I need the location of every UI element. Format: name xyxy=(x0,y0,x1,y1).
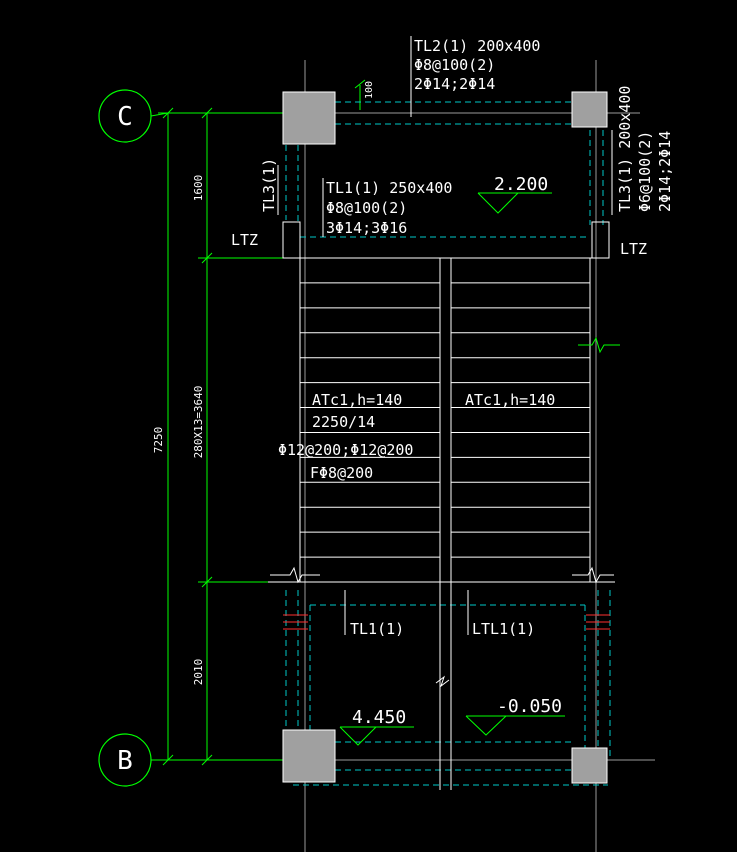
column-bottom-right xyxy=(571,747,608,784)
level-symbols xyxy=(339,192,565,746)
beam-tl2-label: TL2(1) 200x400 Φ8@100(2) 2Φ14;2Φ14 xyxy=(414,37,540,93)
stair-left-line-1: ATc1,h=140 xyxy=(312,391,402,409)
ltz-left-label: LTZ xyxy=(231,231,258,249)
beam-tl3-right-label: TL3(1) 200x400 Φ6@100(2) 2Φ14;2Φ14 xyxy=(616,86,674,212)
dimension-seg3: 2010 xyxy=(192,659,205,686)
dimension-small: 100 xyxy=(364,81,375,99)
tl1-top-line-2: Φ8@100(2) xyxy=(326,199,407,217)
stair-left-line-4: FΦ8@200 xyxy=(310,464,373,482)
stair-right-label: ATc1,h=140 xyxy=(465,391,555,409)
tl2-line-2: Φ8@100(2) xyxy=(414,56,495,74)
tl3-right-line-1: TL3(1) 200x400 xyxy=(616,86,634,212)
axis-label-b: B xyxy=(117,746,133,776)
level-bottom-right: -0.050 xyxy=(497,696,562,717)
column-top-right xyxy=(571,91,608,128)
beam-tl1-top-label: TL1(1) 250x400 Φ8@100(2) 3Φ14;3Φ16 xyxy=(326,179,452,237)
break-marks xyxy=(270,336,620,688)
tl3-left-label: TL3(1) xyxy=(260,158,278,212)
stair-left-label: ATc1,h=140 2250/14 Φ12@200;Φ12@200 FΦ8@2… xyxy=(278,391,413,482)
section-marks xyxy=(283,614,610,630)
ltz-right-label: LTZ xyxy=(620,240,647,258)
tl2-line-1: TL2(1) 200x400 xyxy=(414,37,540,55)
axis-label-c: C xyxy=(117,102,133,132)
stair-outline xyxy=(268,257,615,790)
column-bottom-left xyxy=(282,729,336,783)
tl1-bottom-label: TL1(1) xyxy=(350,620,404,638)
tl3-right-line-3: 2Φ14;2Φ14 xyxy=(656,131,674,212)
columns xyxy=(282,91,608,784)
dimension-seg1: 1600 xyxy=(192,175,205,202)
hidden-beam-lines xyxy=(285,101,611,786)
axis-bubble-c: C xyxy=(98,89,169,143)
stair-left-line-2: 2250/14 xyxy=(312,413,375,431)
level-bottom-left: 4.450 xyxy=(352,707,406,728)
stair-left-line-3: Φ12@200;Φ12@200 xyxy=(278,441,413,459)
axis-bubble-b: B xyxy=(98,733,168,787)
stair-treads xyxy=(300,282,590,558)
tl2-line-3: 2Φ14;2Φ14 xyxy=(414,75,495,93)
tl3-right-line-2: Φ6@100(2) xyxy=(636,131,654,212)
tl1-top-line-3: 3Φ14;3Φ16 xyxy=(326,219,407,237)
level-top: 2.200 xyxy=(494,174,548,195)
dimension-seg2: 280X13=3640 xyxy=(192,386,205,459)
ltl1-label: LTL1(1) xyxy=(472,620,535,638)
column-top-left xyxy=(282,91,336,145)
tl1-top-line-1: TL1(1) 250x400 xyxy=(326,179,452,197)
leader-lines xyxy=(277,36,613,635)
dimension-total: 7250 xyxy=(152,427,165,454)
